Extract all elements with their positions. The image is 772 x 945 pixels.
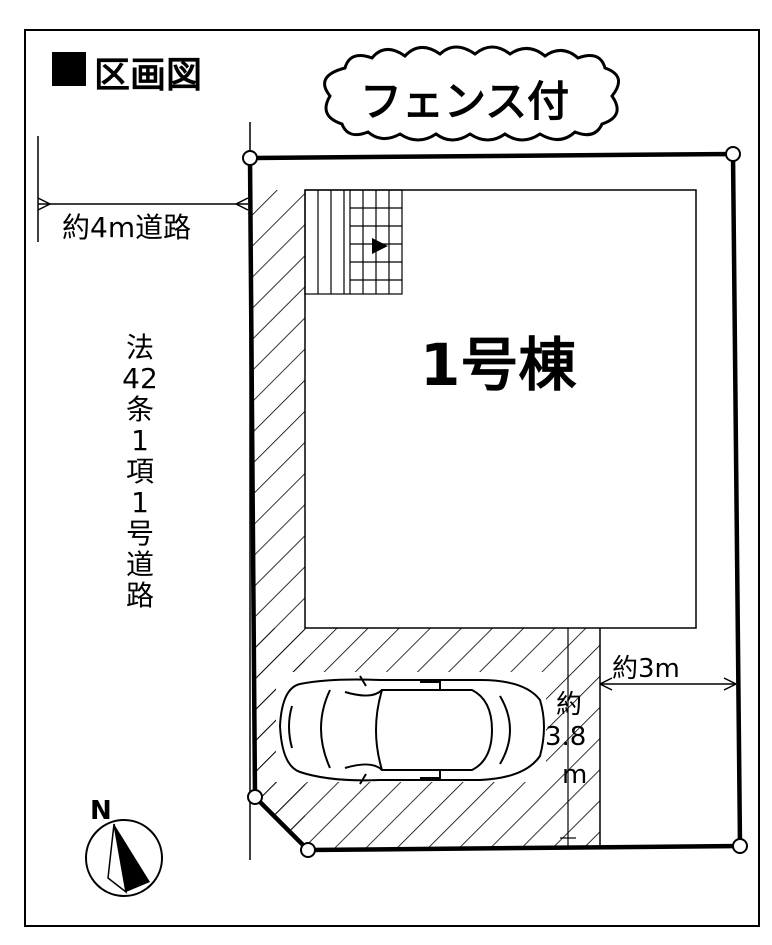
cloud-badge-shape xyxy=(323,45,621,142)
parking-length-label-value: 3.8 xyxy=(545,722,587,752)
entrance-grid xyxy=(304,189,403,295)
parking-width-label: 約3m xyxy=(612,654,680,684)
black-square-icon xyxy=(52,52,86,86)
lot-boundary xyxy=(247,151,743,853)
fence-badge-text: フェンス付 xyxy=(360,77,570,126)
boundary-markers xyxy=(242,146,748,858)
parking-length-label-unit: m xyxy=(562,760,588,790)
outer-frame xyxy=(24,29,760,927)
parking-length-label-approx: 約 xyxy=(556,690,583,720)
road-type-label: 法42条1項1号道路 xyxy=(122,331,158,612)
building-footprint xyxy=(304,189,697,629)
road-width-label: 約4m道路 xyxy=(62,211,192,244)
entrance-arrow-icon xyxy=(372,238,388,254)
width-3m-dimension xyxy=(599,677,737,691)
road-width-dimension xyxy=(37,136,249,242)
car-icon xyxy=(278,675,545,785)
north-label: N xyxy=(90,796,112,826)
title: 区画図 xyxy=(94,55,203,96)
building-label: 1号棟 xyxy=(420,331,577,399)
north-arrow-icon xyxy=(85,819,163,897)
